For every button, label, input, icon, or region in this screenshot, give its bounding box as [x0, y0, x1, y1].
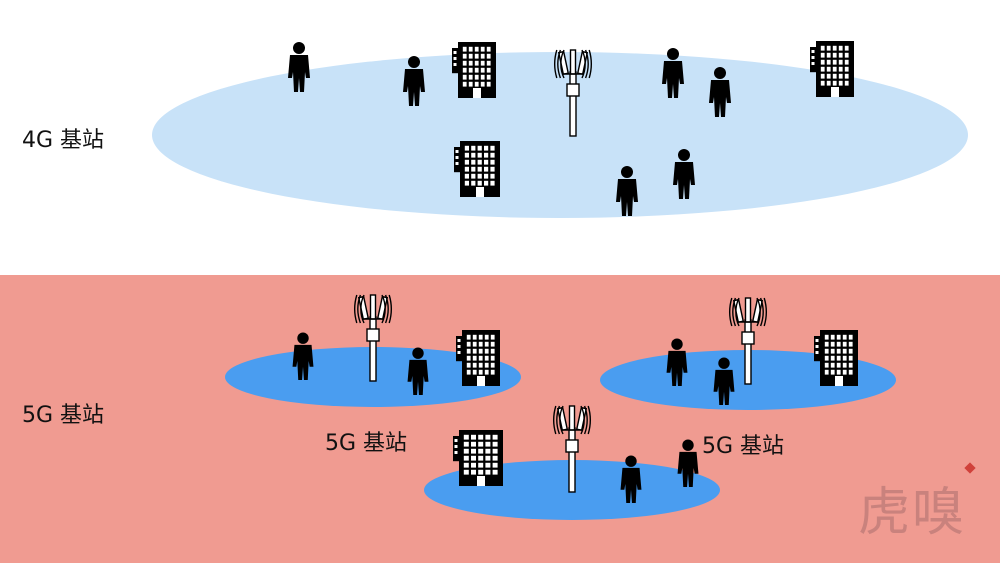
watermark-logo: 虎嗅 — [858, 462, 976, 545]
person-icon — [407, 347, 429, 395]
label-5g-cell-2: 5G 基站 — [702, 434, 785, 459]
coverage-area-4g — [152, 52, 968, 218]
scene-5g — [225, 294, 896, 520]
building-icon — [810, 41, 854, 97]
person-icon — [662, 48, 684, 98]
person-icon — [620, 455, 642, 503]
person-icon — [292, 332, 314, 380]
cell-tower-icon — [554, 49, 592, 137]
person-icon — [288, 42, 310, 92]
scene-4g — [152, 41, 968, 218]
person-icon — [709, 67, 731, 117]
building-icon — [456, 330, 500, 386]
person-icon — [673, 149, 695, 199]
building-icon — [453, 430, 503, 486]
cell-tower-icon — [729, 297, 767, 385]
cell-tower-icon — [354, 294, 392, 382]
label-5g-cell-1: 5G 基站 — [325, 431, 408, 456]
panel-5g: 5G 基站 5G 基站 5G 基站 虎嗅 — [0, 275, 1000, 563]
building-icon — [452, 42, 496, 98]
person-icon — [677, 439, 699, 487]
cell-tower-icon — [553, 405, 591, 493]
label-5g-base-station: 5G 基站 — [22, 403, 105, 428]
person-icon — [666, 338, 688, 386]
building-icon — [454, 141, 500, 197]
label-4g-base-station: 4G 基站 — [22, 128, 105, 153]
person-icon — [713, 357, 735, 405]
person-icon — [616, 166, 638, 216]
building-icon — [814, 330, 858, 386]
person-icon — [403, 56, 425, 106]
panel-4g: 4G 基站 — [0, 0, 1000, 275]
